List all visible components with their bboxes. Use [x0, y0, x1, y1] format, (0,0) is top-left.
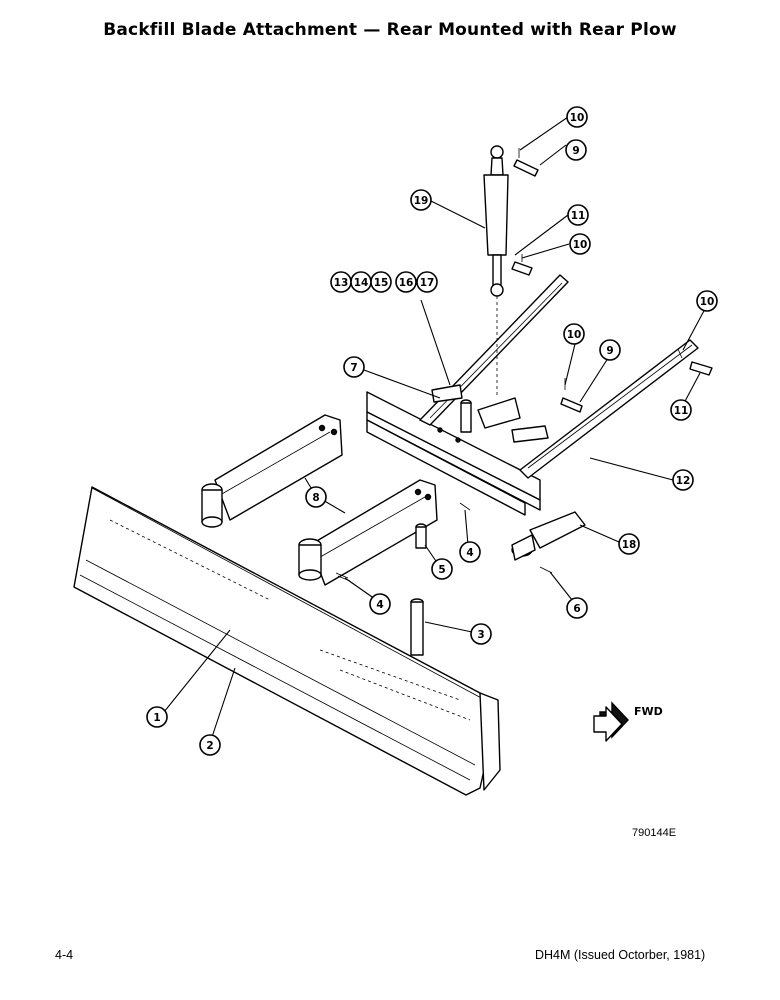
callout-10-middle: 10: [563, 323, 585, 345]
pin-11-right: [689, 361, 713, 376]
callout-4-left: 4: [369, 593, 391, 615]
callout-7: 7: [343, 356, 365, 378]
page-title: Backfill Blade Attachment — Rear Mounted…: [103, 20, 677, 40]
svg-text:8: 8: [312, 492, 319, 504]
callout-8: 8: [305, 486, 327, 508]
svg-text:11: 11: [571, 210, 586, 222]
pin-3: [410, 598, 424, 656]
blade-part: [73, 486, 501, 796]
svg-text:13: 13: [334, 277, 349, 289]
main-frame: [366, 274, 699, 516]
callout-4-right: 4: [459, 541, 481, 563]
svg-text:16: 16: [399, 277, 414, 289]
document-id: DH4M (Issued Octorber, 1981): [535, 948, 706, 962]
callout-9-upper: 9: [565, 139, 587, 161]
callout-17: 17: [416, 271, 438, 293]
svg-text:19: 19: [414, 195, 429, 207]
push-arm-lower: [298, 479, 438, 586]
callout-6: 6: [566, 597, 588, 619]
svg-text:4: 4: [376, 599, 383, 611]
lift-cylinder: [483, 145, 509, 395]
svg-text:6: 6: [573, 603, 580, 615]
callout-10-top: 10: [566, 106, 588, 128]
svg-text:1: 1: [153, 712, 160, 724]
callout-18: 18: [618, 533, 640, 555]
callout-14: 14: [350, 271, 372, 293]
svg-text:5: 5: [438, 564, 445, 576]
callout-5: 5: [431, 558, 453, 580]
tilt-cylinder: [511, 511, 586, 561]
callout-2: 2: [199, 734, 221, 756]
callout-9-lower: 9: [599, 339, 621, 361]
pin-11-upper: [511, 261, 533, 276]
svg-text:4: 4: [466, 547, 473, 559]
callout-1: 1: [146, 706, 168, 728]
svg-text:17: 17: [420, 277, 435, 289]
svg-text:14: 14: [354, 277, 369, 289]
callout-10-right: 10: [696, 290, 718, 312]
fwd-arrow-icon: [593, 701, 629, 742]
fwd-label: FWD: [634, 705, 663, 718]
svg-text:12: 12: [676, 475, 691, 487]
push-arm-upper: [201, 414, 343, 528]
pin-7: [460, 399, 472, 433]
svg-text:10: 10: [573, 239, 588, 251]
drawing-number: 790144E: [632, 827, 676, 839]
callout-16: 16: [395, 271, 417, 293]
svg-text:10: 10: [700, 296, 715, 308]
svg-text:10: 10: [570, 112, 585, 124]
callout-19: 19: [410, 189, 432, 211]
callout-11-right: 11: [670, 399, 692, 421]
svg-text:18: 18: [622, 539, 637, 551]
page-number: 4-4: [55, 948, 74, 962]
svg-text:15: 15: [374, 277, 389, 289]
callout-3: 3: [470, 623, 492, 645]
pin-9-upper: [513, 159, 539, 177]
pin-5: [415, 523, 427, 549]
svg-text:9: 9: [572, 145, 579, 157]
callout-12: 12: [672, 469, 694, 491]
svg-text:3: 3: [477, 629, 484, 641]
callout-13: 13: [330, 271, 352, 293]
svg-text:10: 10: [567, 329, 582, 341]
callout-11-upper: 11: [567, 204, 589, 226]
svg-text:9: 9: [606, 345, 613, 357]
svg-text:2: 2: [206, 740, 213, 752]
callout-10-upper: 10: [569, 233, 591, 255]
callout-15: 15: [370, 271, 392, 293]
svg-text:11: 11: [674, 405, 689, 417]
svg-text:7: 7: [350, 362, 357, 374]
pin-9-lower: [560, 397, 583, 413]
